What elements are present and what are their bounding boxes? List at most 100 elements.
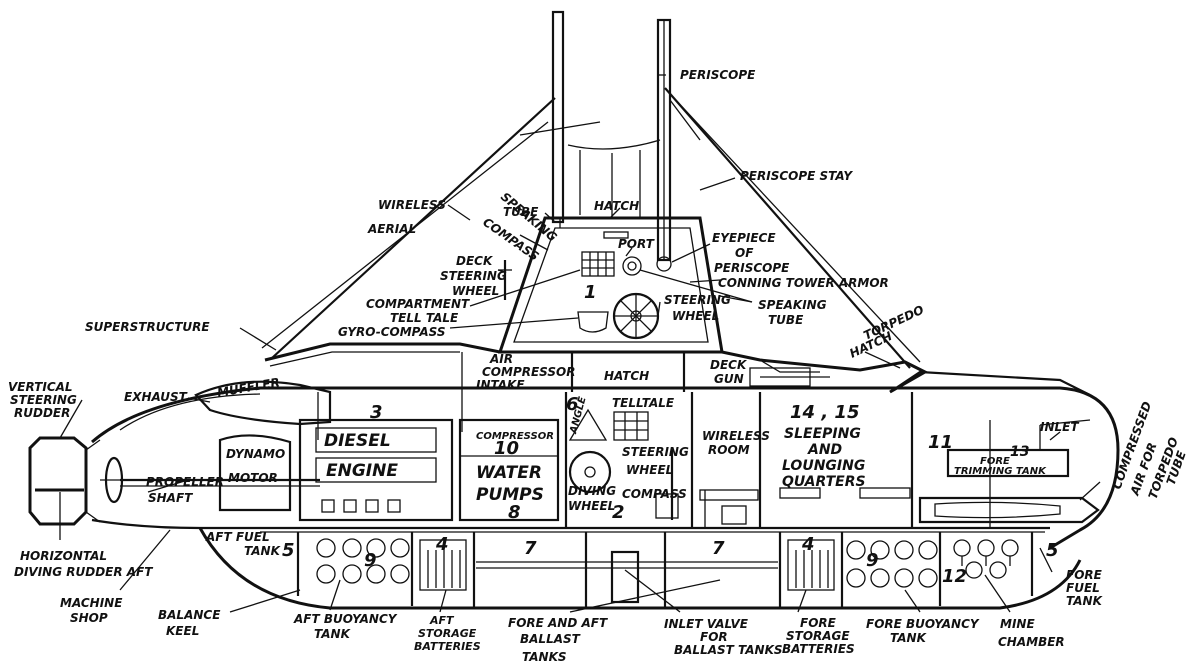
label-aft-storage-1: AFT	[429, 614, 455, 627]
pressure-hull	[91, 386, 1120, 610]
number-4b: 4	[801, 534, 815, 555]
label-aft-storage-2: STORAGE	[418, 627, 477, 640]
mine-chamber	[953, 539, 1019, 579]
number-1: 1	[584, 282, 597, 303]
label-inlet-valve-3: BALLAST TANKS	[674, 643, 783, 657]
number-13: 13	[1010, 444, 1029, 460]
label-inlet-valve-2: FOR	[700, 630, 728, 644]
label-fore-aft-ballast-2: BALLAST	[520, 632, 581, 646]
control-room-equipment	[564, 392, 694, 528]
compartment-numbers: 1 2 3 4 4 5 5 6 7 7 8 9 9 10 11 12 13 14…	[282, 282, 1059, 587]
label-fore-buoyancy-1: FORE BUOYANCY	[866, 617, 980, 631]
superstructure	[264, 342, 1091, 396]
label-horizontal-rudder-1: HORIZONTAL	[20, 549, 107, 563]
label-mine-chamber-1: MINE	[1000, 617, 1035, 631]
label-speaking-tube-right-2: TUBE	[768, 313, 804, 327]
label-superstructure: SUPERSTRUCTURE	[85, 320, 210, 334]
label-fore-fuel-1: FORE	[1066, 568, 1103, 582]
label-muffler: MUFFLER	[216, 375, 281, 400]
label-aft-buoyancy-2: TANK	[314, 627, 352, 641]
label-steering-wheel-mid-1: STEERING	[622, 445, 689, 459]
label-hatch-top: HATCH	[594, 199, 639, 213]
leader-lines	[59, 74, 1101, 613]
label-telltale: TELLTALE	[612, 396, 675, 410]
conning-tower	[461, 216, 724, 432]
label-diving-wheel-1: DIVING	[568, 484, 616, 498]
label-vertical-rudder-1: VERTICAL	[8, 380, 73, 394]
label-sleeping-1: SLEEPING	[784, 426, 861, 442]
label-vertical-rudder-2: STEERING	[10, 393, 77, 407]
label-eyepiece-3: PERISCOPE	[714, 261, 790, 275]
label-fore-aft-ballast-3: TANKS	[522, 650, 567, 664]
torpedo-tube	[918, 496, 1100, 524]
label-periscope-stay: PERISCOPE STAY	[740, 169, 853, 183]
label-sleeping-2: AND	[807, 442, 842, 458]
label-water-pumps-2: PUMPS	[476, 485, 544, 505]
label-propeller: PROPELLER	[146, 475, 224, 489]
label-eyepiece-2: OF	[735, 246, 754, 260]
wireless-room	[699, 392, 762, 528]
label-compass-mid: COMPASS	[622, 487, 687, 501]
number-11: 11	[928, 432, 953, 453]
number-5a: 5	[282, 540, 295, 561]
label-aerial: AERIAL	[367, 222, 416, 236]
label-dynamo-2: MOTOR	[228, 471, 278, 485]
label-deck-steering-1: DECK	[456, 254, 494, 268]
label-horizontal-rudder-2: DIVING RUDDER AFT	[14, 565, 153, 579]
fore-compartments	[779, 392, 1091, 528]
label-vertical-rudder-3: RUDDER	[14, 406, 70, 420]
label-steering-wheel-mid-2: WHEEL	[626, 463, 673, 477]
label-wireless-room-2: ROOM	[708, 443, 750, 457]
label-mine-chamber-2: CHAMBER	[998, 635, 1065, 649]
buoyancy-tanks	[316, 538, 938, 588]
label-inlet: INLET	[1040, 420, 1079, 434]
label-diving-wheel-2: WHEEL	[568, 499, 615, 513]
label-gyro-compass: GYRO-COMPASS	[338, 325, 445, 339]
label-fore-fuel-3: TANK	[1066, 594, 1104, 608]
number-14-15: 14 , 15	[790, 402, 859, 423]
label-speaking-tube-top-2: TUBE	[503, 205, 539, 219]
number-5b: 5	[1046, 540, 1059, 561]
label-steering-wheel-tower-2: WHEEL	[672, 309, 719, 323]
label-conning-tower-armor: CONNING TOWER ARMOR	[718, 276, 889, 290]
number-2: 2	[612, 502, 625, 523]
label-sleeping-4: QUARTERS	[782, 474, 866, 490]
label-wireless-room-1: WIRELESS	[702, 429, 770, 443]
muffler	[194, 380, 332, 440]
wireless-aerial-stays	[261, 87, 921, 369]
label-aft-buoyancy-1: AFT BUOYANCY	[293, 612, 398, 626]
label-port: PORT	[618, 237, 655, 251]
label-compartment-telltale-2: TELL TALE	[390, 311, 459, 325]
periscope-masts	[551, 10, 672, 262]
label-speaking-tube-right-1: SPEAKING	[758, 298, 827, 312]
label-fore-fuel-2: FUEL	[1066, 581, 1100, 595]
label-wireless: WIRELESS	[378, 198, 446, 212]
label-fore-storage-3: BATTERIES	[782, 642, 855, 656]
compressor-water-pumps	[458, 418, 560, 522]
tank-partitions	[296, 532, 1034, 608]
diesel-engine	[298, 418, 454, 522]
labels: PERISCOPE PERISCOPE STAY WIRELESS AERIAL…	[8, 68, 1189, 664]
number-4a: 4	[435, 534, 449, 555]
label-fore-trimming-2: TRIMMING TANK	[954, 466, 1047, 477]
label-sleeping-3: LOUNGING	[782, 458, 865, 474]
label-deck-steering-2: STEERING	[440, 269, 507, 283]
label-exhaust: EXHAUST	[124, 390, 188, 404]
label-fore-buoyancy-2: TANK	[890, 631, 928, 645]
storage-batteries	[419, 539, 835, 591]
label-compressor: COMPRESSOR	[476, 431, 554, 442]
number-7a: 7	[524, 538, 537, 559]
label-deck-gun-2: GUN	[714, 372, 744, 386]
number-9a: 9	[364, 550, 377, 571]
number-12: 12	[942, 566, 967, 587]
label-fore-aft-ballast-1: FORE AND AFT	[508, 616, 608, 630]
label-water-pumps-1: WATER	[476, 463, 542, 483]
label-periscope: PERISCOPE	[680, 68, 756, 82]
label-shaft: SHAFT	[148, 491, 193, 505]
number-6: 6	[566, 394, 579, 415]
label-balance-keel-2: KEEL	[166, 624, 199, 638]
label-fore-storage-2: STORAGE	[786, 629, 850, 643]
label-aft-storage-3: BATTERIES	[414, 640, 481, 653]
label-eyepiece-1: EYEPIECE	[712, 231, 776, 245]
label-engine: ENGINE	[326, 461, 398, 481]
